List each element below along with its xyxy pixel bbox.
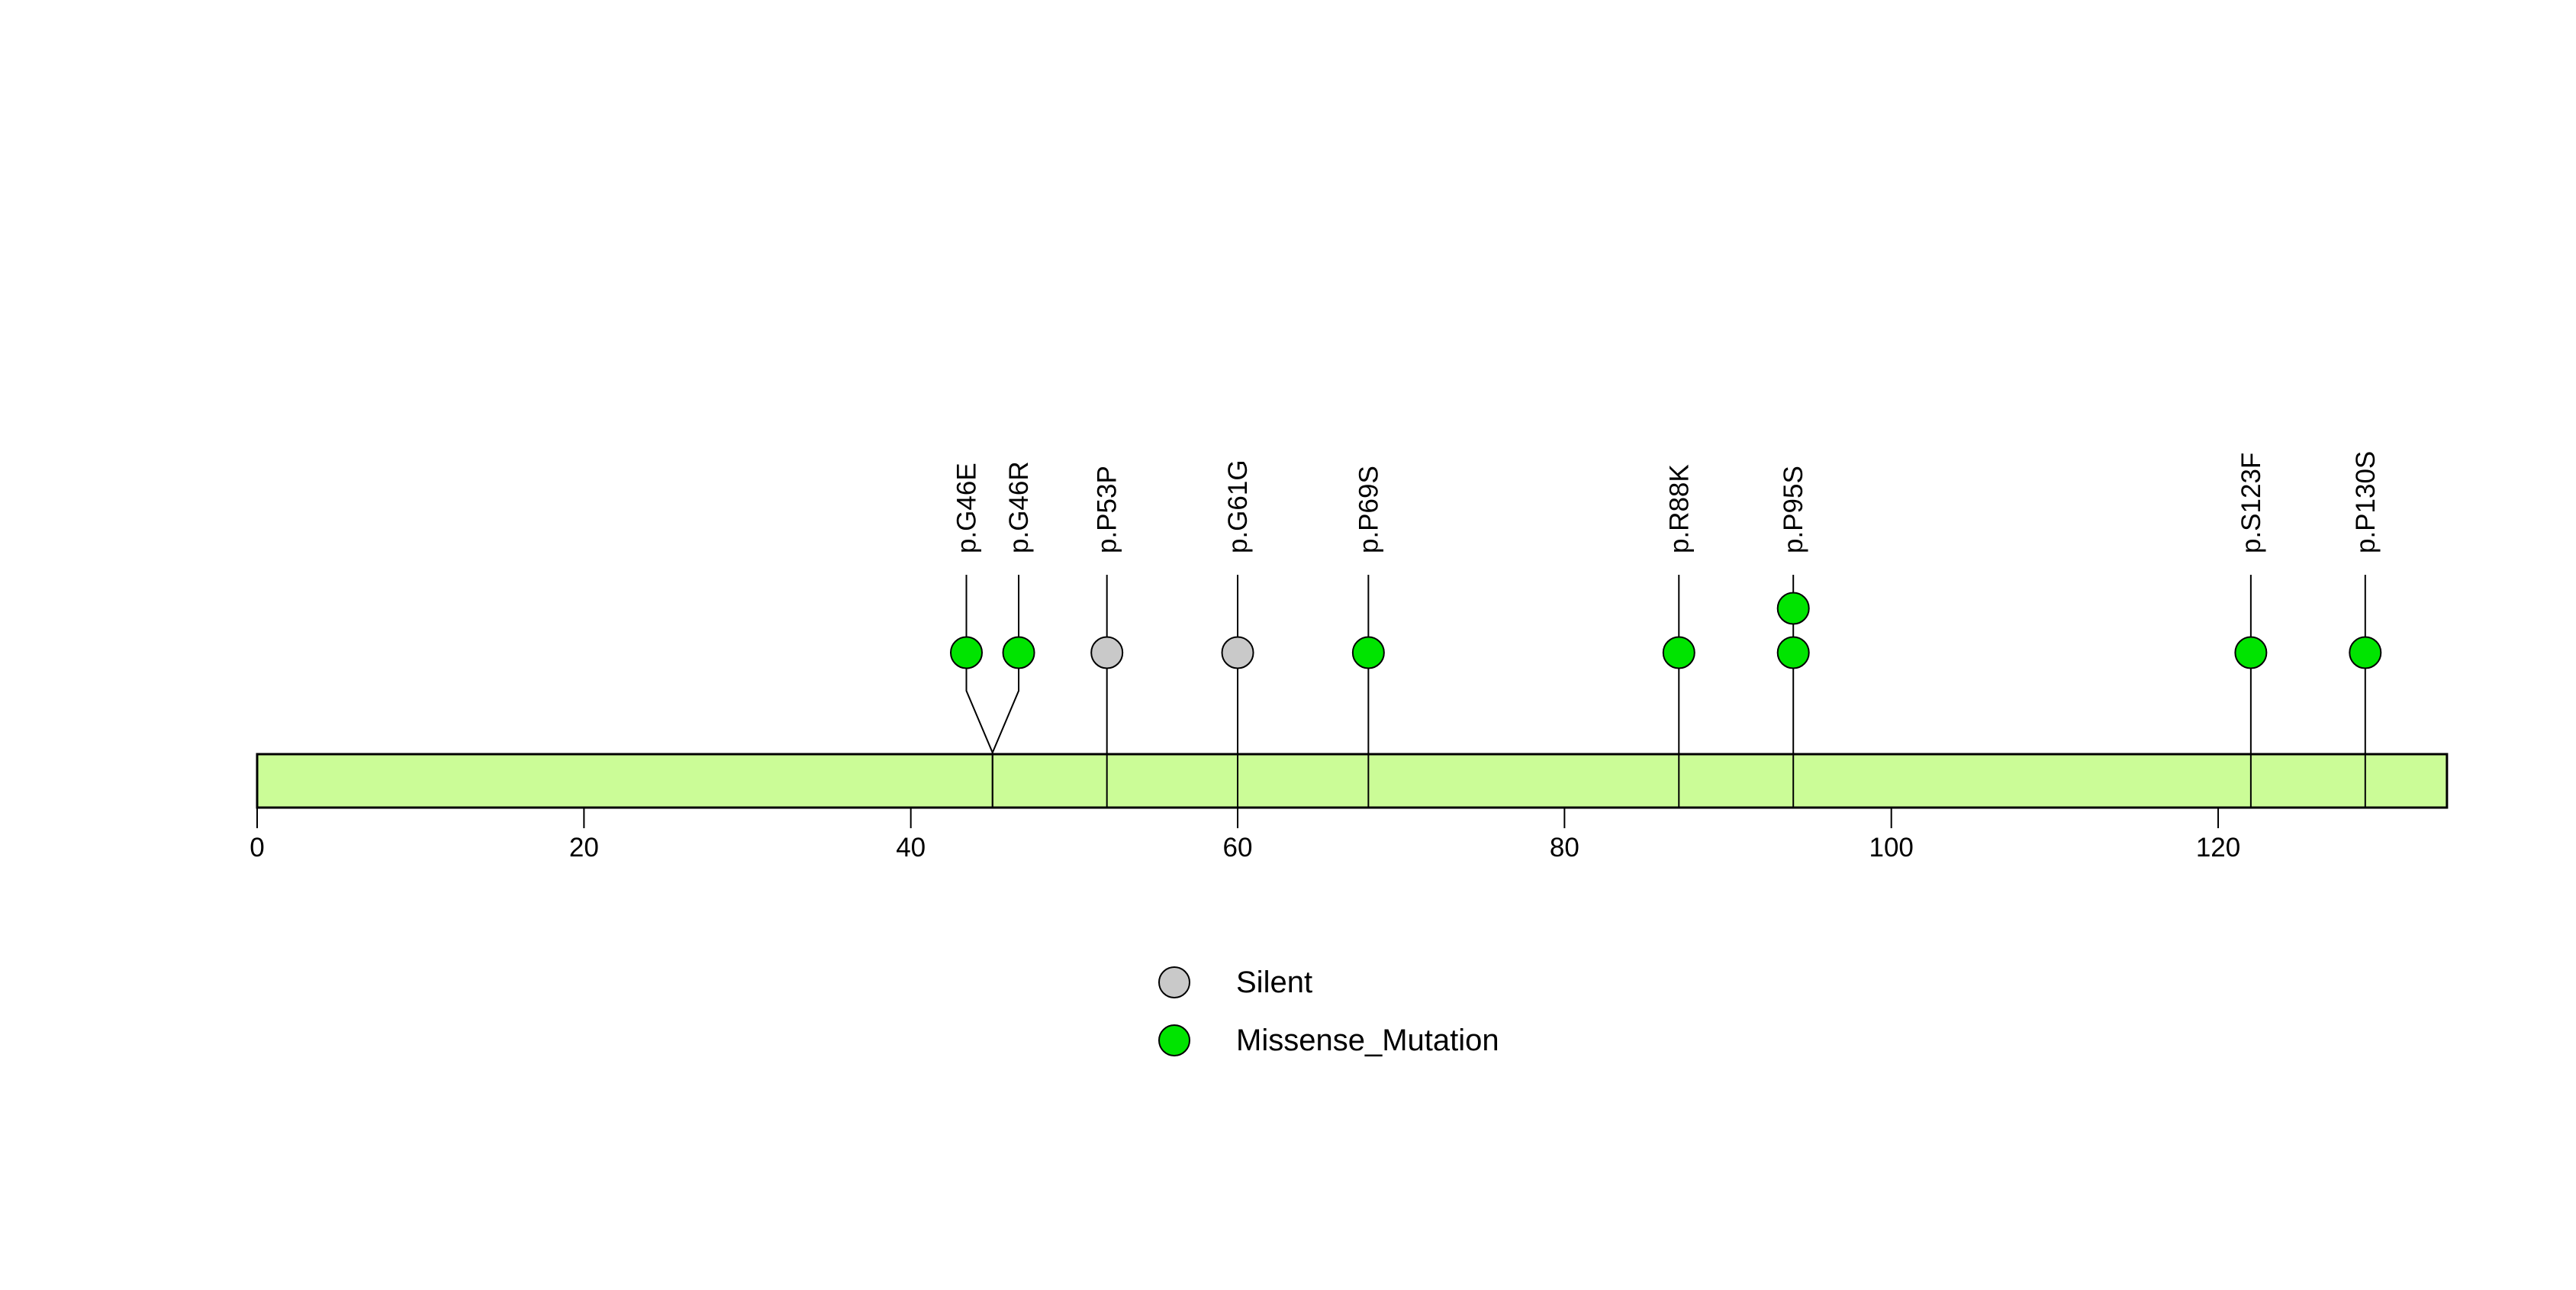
legend-label: Missense_Mutation [1236, 1024, 1499, 1057]
mutation-label: p.P95S [1779, 466, 1808, 553]
mutation-label: p.G46E [952, 463, 981, 553]
axis-tick-label: 100 [1869, 833, 1913, 863]
mutation-label: p.G46R [1004, 461, 1034, 553]
axis-tick-label: 20 [569, 833, 599, 863]
mutation-circle [1351, 636, 1385, 669]
silent-swatch-icon [1158, 966, 1190, 998]
mutation-circle [1002, 636, 1035, 669]
mutation-label: p.S123F [2236, 453, 2266, 553]
legend-item-silent: Silent [1158, 966, 1499, 998]
axis-tick-label: 0 [250, 833, 264, 863]
mutation-circle [949, 636, 983, 669]
axis-tick-label: 80 [1550, 833, 1579, 863]
mutation-label: p.P69S [1354, 466, 1383, 553]
mutation-label: p.P53P [1093, 466, 1122, 553]
missense-swatch-icon [1158, 1024, 1190, 1056]
lollipop-stem [991, 575, 1020, 808]
legend-item-missense: Missense_Mutation [1158, 1024, 1499, 1056]
mutation-circle [1662, 636, 1695, 669]
legend-label: Silent [1236, 966, 1313, 999]
legend: Silent Missense_Mutation [1158, 966, 1499, 1056]
axis-tick-label: 120 [2196, 833, 2240, 863]
protein-bar [256, 753, 2449, 809]
mutation-circle [1221, 636, 1254, 669]
mutation-circle [2234, 636, 2268, 669]
mutation-circle [1776, 636, 1810, 669]
mutation-circle [1776, 592, 1810, 625]
axis-tick-label: 60 [1223, 833, 1253, 863]
mutation-circle [2349, 636, 2382, 669]
mutation-label: p.P130S [2351, 451, 2381, 553]
axis-tick-label: 40 [896, 833, 926, 863]
mutation-label: p.R88K [1664, 464, 1694, 553]
mutation-circle [1090, 636, 1124, 669]
mutation-label: p.G61G [1223, 460, 1253, 553]
